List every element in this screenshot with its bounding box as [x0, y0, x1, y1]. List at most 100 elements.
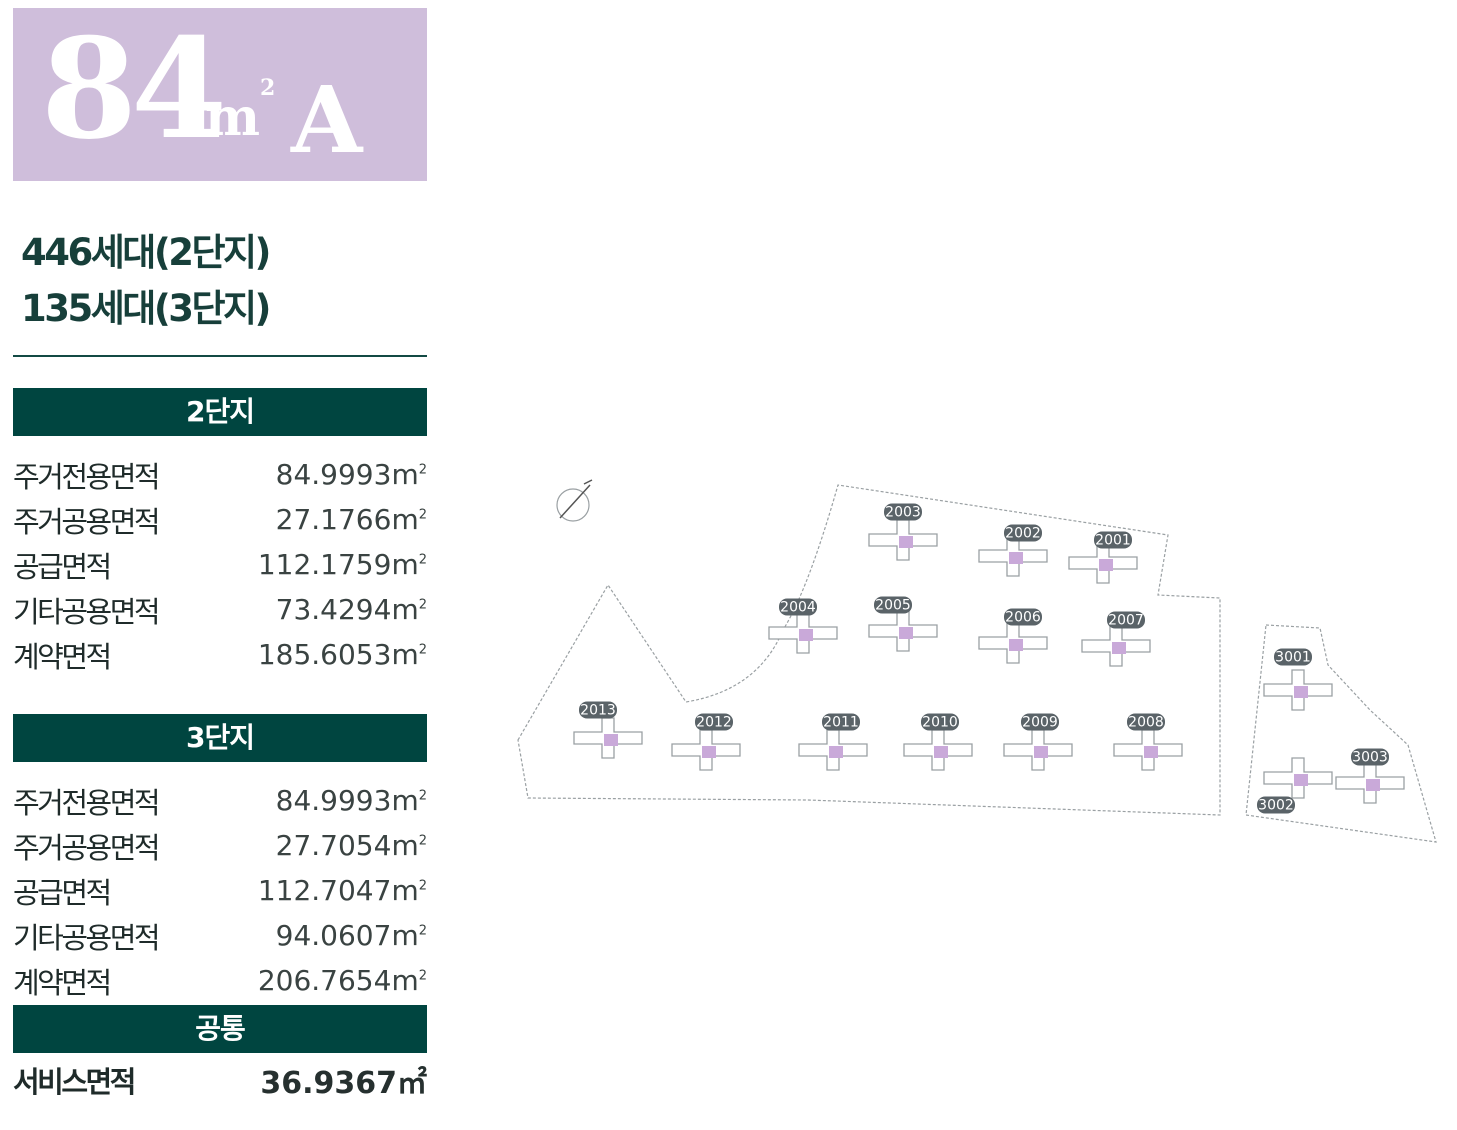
- unit-type-banner: 84 m2 A: [13, 8, 427, 181]
- building-tag: [1004, 608, 1042, 626]
- site-boundary-complex-2: [517, 484, 1221, 816]
- building-number: 2009: [1022, 715, 1058, 731]
- area-label: 주거공용면적: [13, 504, 161, 539]
- building-number: 2006: [1005, 610, 1041, 626]
- building-2013: 2013: [573, 701, 643, 759]
- building-2003: 2003: [868, 503, 938, 561]
- area-row: 서비스면적 36.9367㎡: [13, 1057, 427, 1102]
- household-count-complex-3: 135세대(3단지): [21, 287, 271, 330]
- building-number: 2008: [1128, 715, 1164, 731]
- area-label: 기타공용면적: [13, 594, 161, 629]
- building-tag: [1274, 648, 1312, 666]
- area-row: 주거공용면적 27.7054m2: [13, 823, 427, 868]
- building-2012: 2012: [671, 713, 741, 771]
- building-tag: [921, 713, 959, 731]
- area-label: 기타공용면적: [13, 920, 161, 955]
- building-2010: 2010: [903, 713, 973, 771]
- area-value: 27.7054m2: [275, 829, 427, 862]
- section-header: 3단지: [13, 714, 427, 762]
- building-tag: [1351, 748, 1389, 766]
- area-row: 주거공용면적 27.1766m2: [13, 497, 427, 542]
- area-row: 공급면적 112.1759m2: [13, 542, 427, 587]
- building-3002: 3002: [1257, 757, 1333, 814]
- building-2009: 2009: [1003, 713, 1073, 771]
- site-map-svg: 2001 2002 2003 2004 2005 2006 2007 2008 2009 2010…: [517, 479, 1437, 843]
- section-common: 공통 서비스면적 36.9367㎡: [13, 1005, 427, 1102]
- building-number: 2002: [1005, 526, 1041, 542]
- building-2004: 2004: [768, 598, 838, 654]
- building-number: 2010: [922, 715, 958, 731]
- building-number: 2005: [875, 598, 911, 614]
- section-header: 공통: [13, 1005, 427, 1053]
- building-number: 2003: [885, 505, 921, 521]
- area-value: 206.7654m2: [257, 964, 427, 997]
- section-complex-2: 2단지 주거전용면적 84.9993m2 주거공용면적 27.1766m2 공급면적…: [13, 388, 427, 677]
- building-3001: 3001: [1263, 648, 1333, 711]
- area-label: 공급면적: [13, 875, 112, 910]
- building-tag: [884, 503, 922, 521]
- area-label: 계약면적: [13, 965, 112, 1000]
- area-label: 주거전용면적: [13, 785, 161, 820]
- area-value: 84.9993m2: [275, 784, 427, 817]
- divider: [13, 355, 427, 357]
- building-number: 2004: [780, 600, 816, 616]
- compass-icon: [556, 479, 593, 522]
- building-tag: [1257, 796, 1295, 814]
- building-tag: [1021, 713, 1059, 731]
- building-tag: [1127, 713, 1165, 731]
- building-number: 3002: [1258, 798, 1294, 814]
- area-value: 185.6053m2: [257, 638, 427, 671]
- area-value: 27.1766m2: [275, 503, 427, 536]
- building-tag: [874, 596, 912, 614]
- area-value: 94.0607m2: [275, 919, 427, 952]
- area-value: 73.4294m2: [275, 593, 427, 626]
- unit-type-number: 84: [41, 8, 227, 170]
- building-2007: 2007: [1081, 611, 1151, 667]
- unit-type-unit: m2: [205, 74, 276, 148]
- area-label: 계약면적: [13, 639, 112, 674]
- building-tag: [779, 598, 817, 616]
- area-label: 주거전용면적: [13, 459, 161, 494]
- area-label: 서비스면적: [13, 1064, 136, 1099]
- building-number: 2013: [580, 703, 616, 719]
- building-tag: [695, 713, 733, 731]
- building-2011: 2011: [798, 713, 868, 771]
- household-count-complex-2: 446세대(2단지): [21, 231, 271, 274]
- building-3003: 3003: [1335, 748, 1405, 804]
- area-label: 공급면적: [13, 549, 112, 584]
- household-counts: 446세대(2단지) 135세대(3단지): [13, 225, 427, 337]
- building-tag: [822, 713, 860, 731]
- area-row: 주거전용면적 84.9993m2: [13, 778, 427, 823]
- info-panel: 84 m2 A 446세대(2단지) 135세대(3단지) 2단지 주거전용면적…: [13, 8, 427, 1102]
- building-tag: [1094, 531, 1132, 549]
- section-header: 2단지: [13, 388, 427, 436]
- area-value: 112.7047m2: [257, 874, 427, 907]
- area-row: 주거전용면적 84.9993m2: [13, 452, 427, 497]
- building-number: 3003: [1352, 750, 1388, 766]
- section-complex-3: 3단지 주거전용면적 84.9993m2 주거공용면적 27.7054m2 공급면적…: [13, 714, 427, 1003]
- building-tag: [579, 701, 617, 719]
- unit-type-suffix: A: [291, 66, 363, 174]
- building-tag: [1107, 611, 1145, 629]
- area-row: 기타공용면적 94.0607m2: [13, 913, 427, 958]
- building-2008: 2008: [1113, 713, 1183, 771]
- area-row: 기타공용면적 73.4294m2: [13, 587, 427, 632]
- site-boundary-complex-3: [1245, 624, 1437, 843]
- area-value: 84.9993m2: [275, 458, 427, 491]
- area-row: 계약면적 185.6053m2: [13, 632, 427, 677]
- building-2006: 2006: [978, 608, 1048, 664]
- area-label: 주거공용면적: [13, 830, 161, 865]
- building-2005: 2005: [868, 596, 938, 652]
- building-2002: 2002: [978, 524, 1048, 577]
- area-row: 계약면적 206.7654m2: [13, 958, 427, 1003]
- building-number: 3001: [1275, 650, 1311, 666]
- area-row: 공급면적 112.7047m2: [13, 868, 427, 913]
- building-number: 2007: [1108, 613, 1144, 629]
- building-2001: 2001: [1068, 531, 1138, 584]
- area-value: 36.9367㎡: [260, 1065, 427, 1101]
- site-map: 2001 2002 2003 2004 2005 2006 2007 2008 2009 2010…: [508, 470, 1448, 850]
- building-number: 2012: [696, 715, 732, 731]
- area-value: 112.1759m2: [257, 548, 427, 581]
- building-tag: [1004, 524, 1042, 542]
- building-number: 2011: [823, 715, 859, 731]
